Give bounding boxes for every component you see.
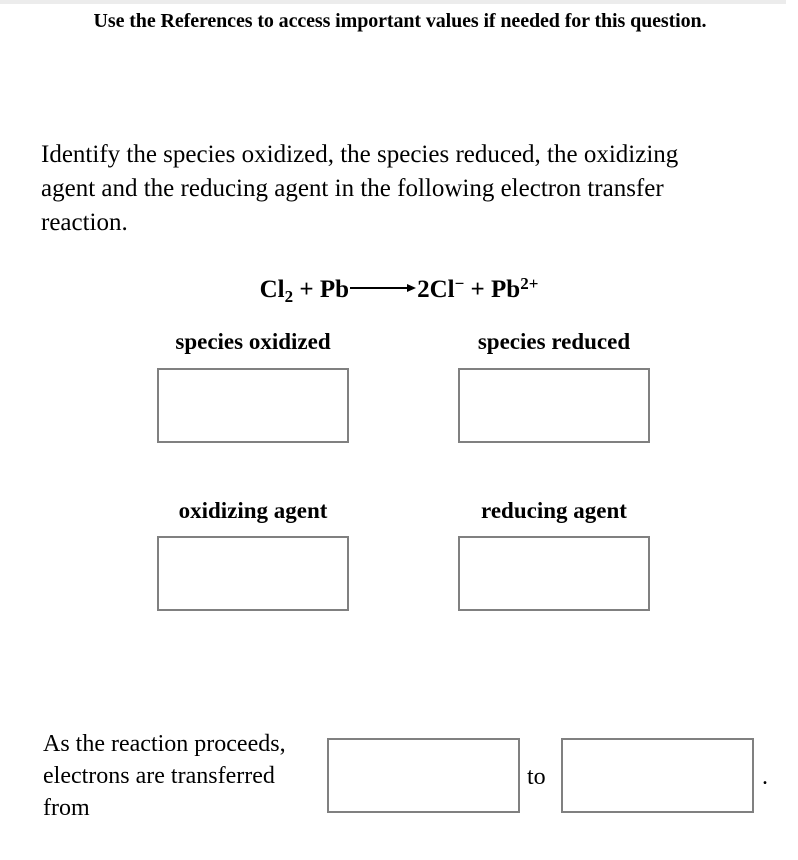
- input-transfer-from[interactable]: [327, 738, 520, 813]
- input-species-reduced[interactable]: [458, 368, 650, 443]
- equation-plus-2: +: [470, 276, 485, 304]
- equation-product-1-charge: −: [454, 274, 465, 293]
- equation-reactant-1: Cl2: [259, 276, 294, 306]
- electron-transfer-statement: As the reaction proceeds, electrons are …: [43, 731, 286, 821]
- equation-reactant-1-subscript: 2: [284, 286, 294, 306]
- label-oxidizing-agent: oxidizing agent: [178, 498, 328, 523]
- equation-product-2: Pb2+: [491, 274, 539, 304]
- equation-plus-1: +: [299, 276, 314, 304]
- input-oxidizing-agent[interactable]: [157, 536, 349, 611]
- label-species-reduced: species reduced: [477, 329, 631, 354]
- chemical-equation: Cl2 + Pb 2Cl− + Pb2+: [0, 274, 798, 307]
- equation-product-2-charge: 2+: [520, 274, 539, 293]
- question-prompt: Identify the species oxidized, the speci…: [41, 141, 679, 236]
- label-reducing-agent: reducing agent: [481, 498, 627, 523]
- input-transfer-to[interactable]: [561, 738, 754, 813]
- input-reducing-agent[interactable]: [458, 536, 650, 611]
- connector-to: to: [527, 764, 546, 790]
- label-species-oxidized: species oxidized: [175, 329, 331, 354]
- equation-product-1: 2Cl−: [417, 274, 465, 304]
- sentence-period: .: [762, 764, 768, 790]
- references-instruction: Use the References to access important v…: [93, 10, 707, 32]
- input-species-oxidized[interactable]: [157, 368, 349, 443]
- top-edge-band: [0, 0, 786, 4]
- equation-reactant-2: Pb: [319, 276, 350, 304]
- reaction-arrow-icon: [350, 283, 417, 292]
